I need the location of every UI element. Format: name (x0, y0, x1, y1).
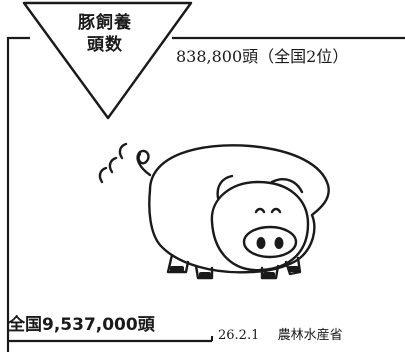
source-note: 26.2.1 農林水産省 (218, 324, 343, 343)
source-agency: 農林水産省 (277, 328, 343, 343)
badge-label-line1: 豚飼養 (78, 13, 132, 33)
source-date: 26.2.1 (218, 328, 260, 343)
badge-label-line2: 頭数 (87, 35, 123, 55)
regional-count: 838,800頭（全国2位） (176, 47, 349, 66)
badge-label: 豚飼養 頭数 (60, 12, 150, 56)
national-count: 全国9,537,000頭 (8, 315, 155, 335)
